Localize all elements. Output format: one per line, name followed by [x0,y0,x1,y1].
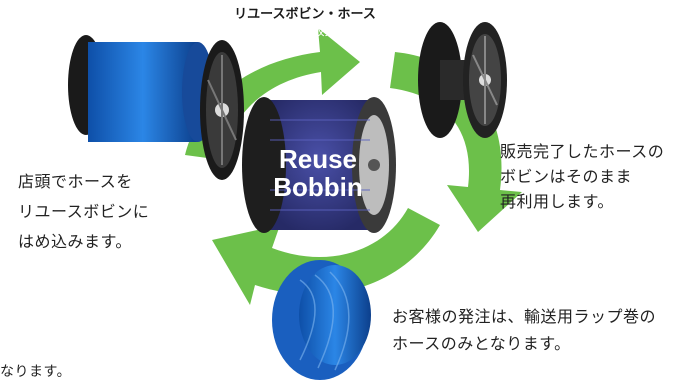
footer-fragment: なります。 [0,364,72,380]
step-left-line1: 店頭でホースを [18,172,133,191]
bobbin-right-empty [418,22,507,138]
reuse-bobbin-center: Reuse Bobbin [242,97,396,233]
step-right-line2: ボビンはそのまま [500,167,633,186]
wrapped-hose-coil [272,260,371,380]
diagram-title: リユースボビン・ホース 補充式販売 [220,6,390,40]
step-right-line1: 販売完了したホースの [500,142,665,161]
bobbin-left-with-hose [68,35,244,180]
step-right-line3: 再利用します。 [500,192,614,211]
center-label-line1: Reuse [279,144,357,174]
center-label-line2: Bobbin [273,172,363,202]
step-left-line3: はめ込みます。 [18,232,132,251]
cycle-arrow-bottom [212,208,440,305]
title-line1: リユースボビン・ホース [234,7,376,22]
cycle-arrow-right [390,52,522,232]
step-bottom-line1: お客様の発注は、輸送用ラップ巻の [392,307,657,326]
step-left-line2: リユースボビンに [18,202,150,221]
step-bottom-line2: ホースのみとなります。 [392,334,571,353]
title-line2: 補充式販売 [272,24,338,39]
